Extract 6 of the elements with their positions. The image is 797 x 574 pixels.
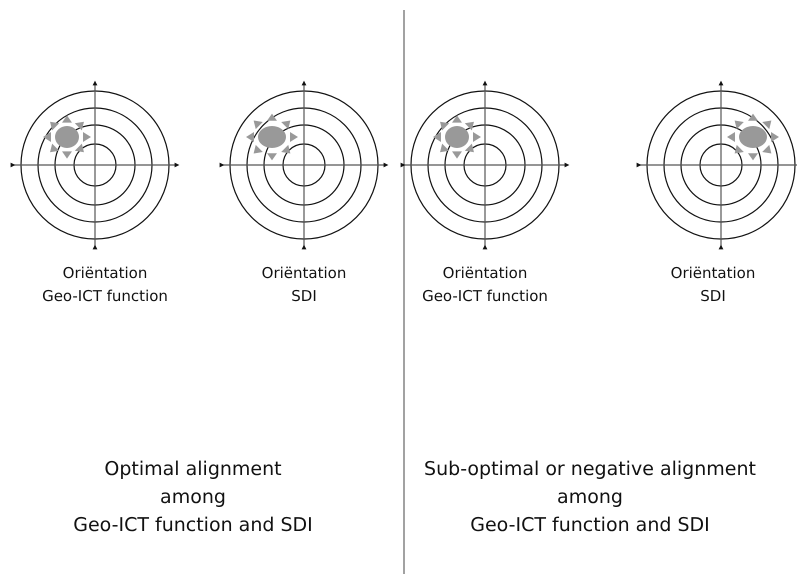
caption-text: Oriëntation SDI: [670, 263, 756, 307]
caption-text: Oriëntation SDI: [262, 263, 346, 307]
caption-text: Oriëntation Geo-ICT function: [422, 263, 548, 307]
caption-text: Oriëntation Geo-ICT function: [42, 263, 168, 307]
caption-text: Optimal alignment among Geo-ICT function and SDI: [73, 457, 313, 538]
caption-text: Sub-optimal or negative alignment among Geo-ICT function and SDI: [424, 457, 756, 538]
